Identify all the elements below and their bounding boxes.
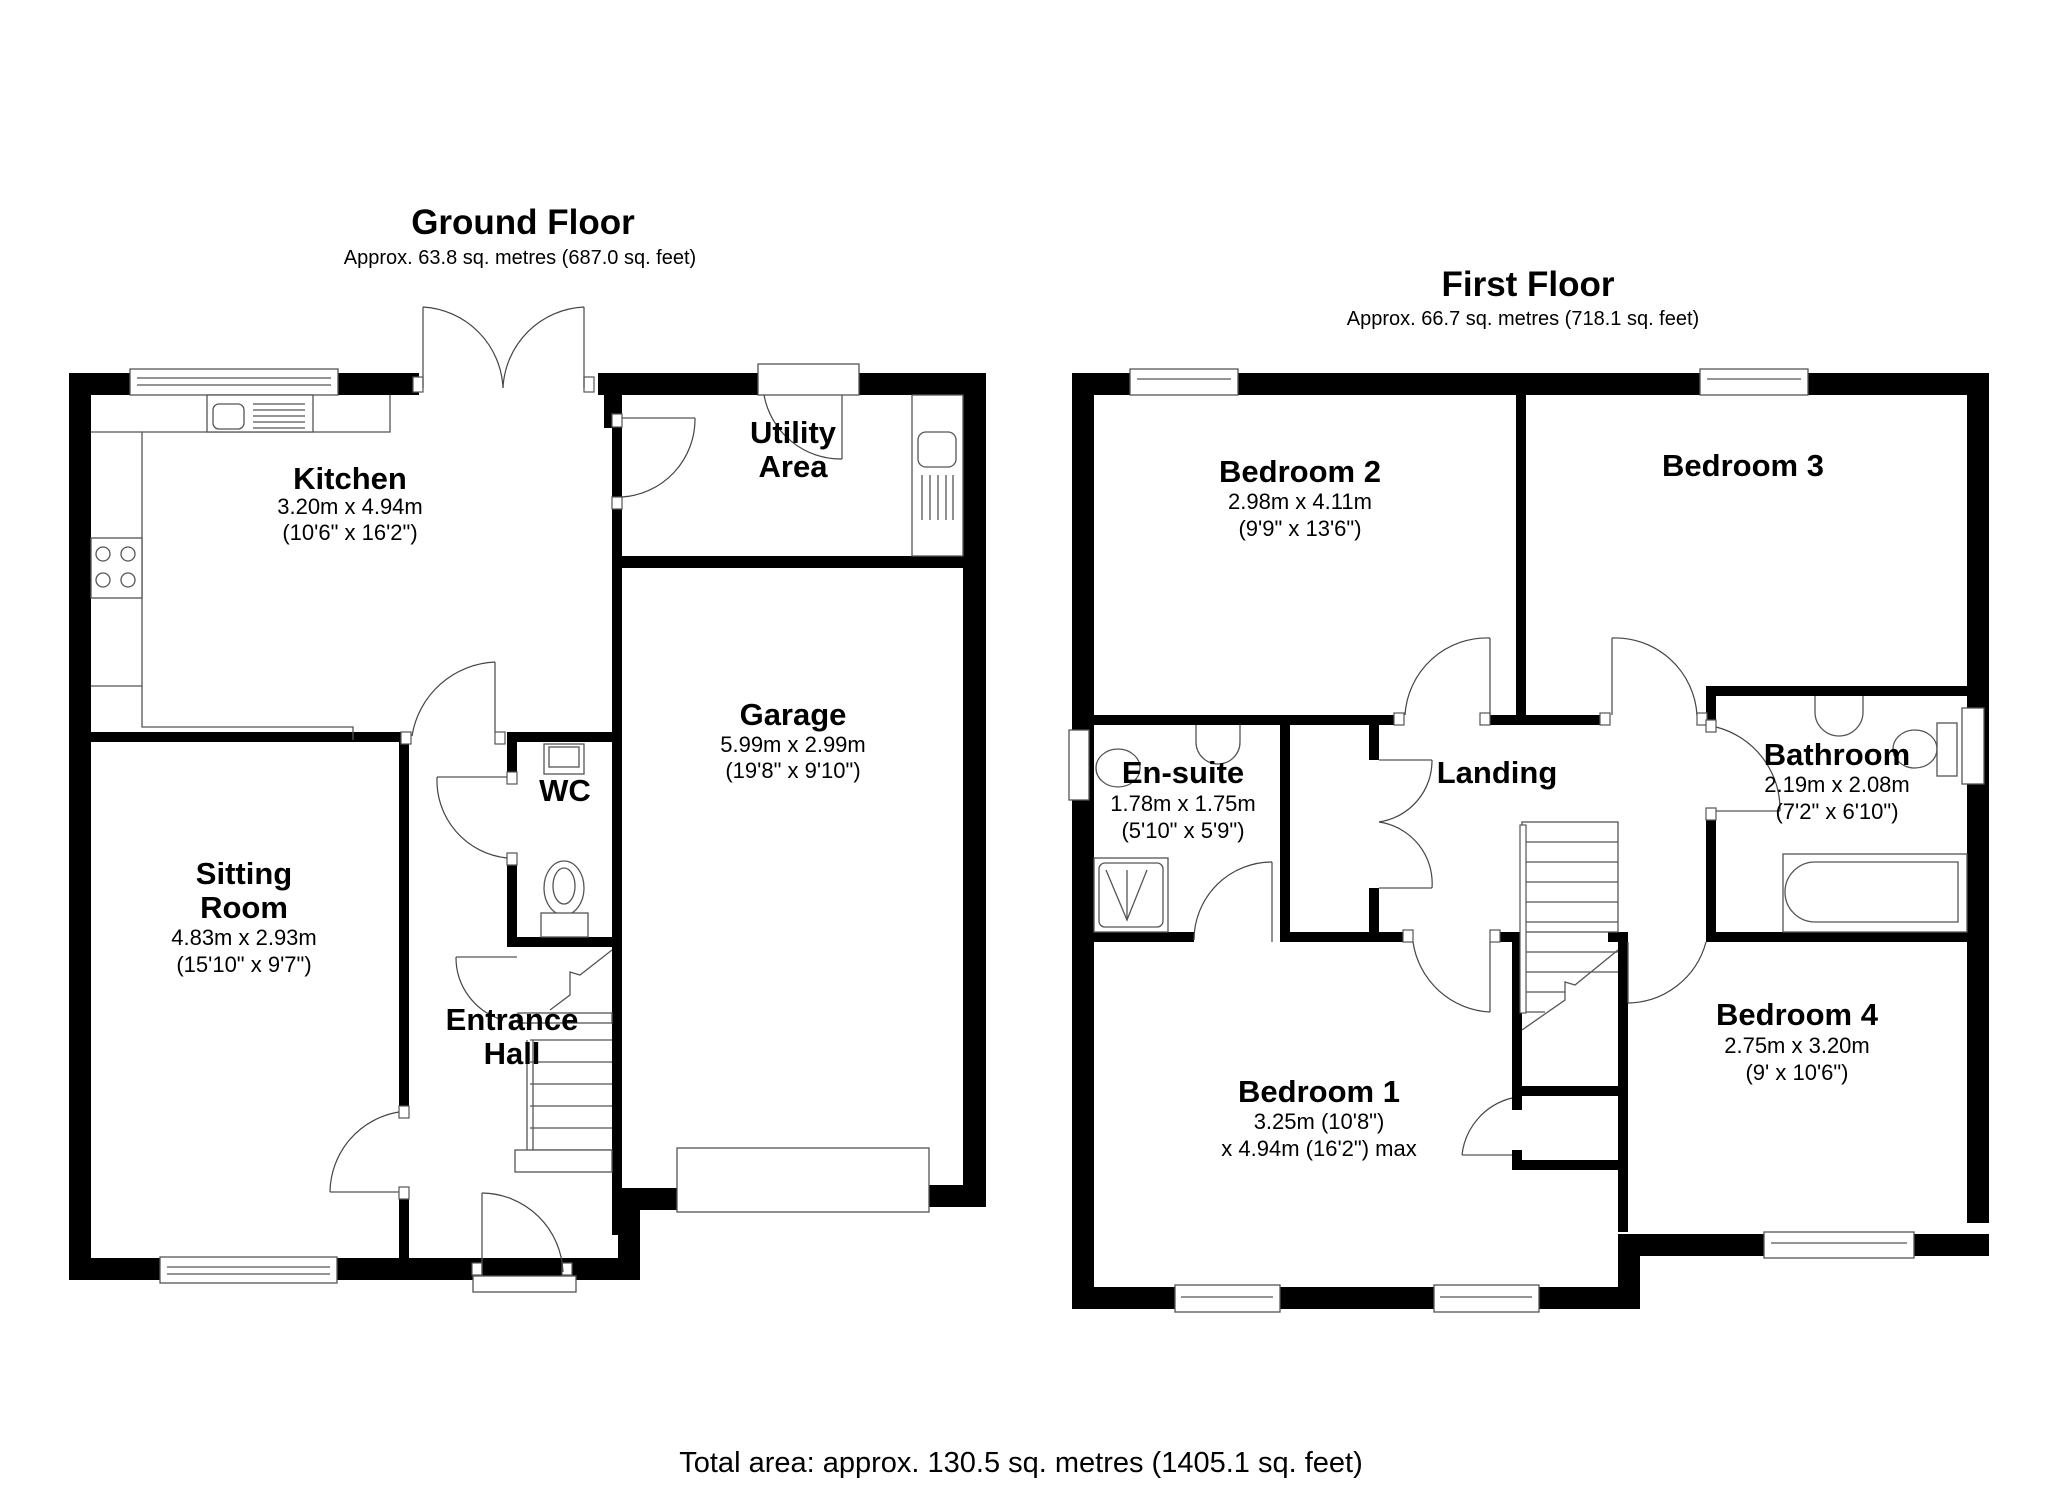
ensuite-dim-m: 1.78m x 1.75m	[1110, 791, 1256, 816]
kitchen-dim-ft: (10'6" x 16'2")	[282, 520, 417, 545]
bathroom-window	[1961, 707, 1985, 785]
bath-icon	[1782, 853, 1968, 933]
kitchen-window	[129, 368, 339, 396]
room-ensuite: En-suite 1.78m x 1.75m (5'10" x 5'9")	[1110, 755, 1256, 843]
kitchen-worktop-bottom	[141, 686, 354, 740]
first-floor-area: Approx. 66.7 sq. metres (718.1 sq. feet)	[1347, 308, 1699, 330]
bedroom4-name: Bedroom 4	[1716, 997, 1879, 1032]
sitting-room-window	[159, 1256, 338, 1284]
bedroom2-dim-m: 2.98m x 4.11m	[1228, 489, 1372, 514]
ensuite-name: En-suite	[1122, 755, 1244, 790]
ensuite-dim-ft: (5'10" x 5'9")	[1121, 818, 1244, 843]
room-wc: WC	[539, 773, 591, 808]
bathroom-name: Bathroom	[1764, 737, 1910, 772]
bedroom2-name: Bedroom 2	[1219, 454, 1381, 489]
room-landing: Landing	[1437, 755, 1558, 790]
ensuite-window	[1068, 729, 1090, 801]
entrance-hall-name-2: Hall	[484, 1036, 541, 1071]
room-sitting-room: Sitting Room 4.83m x 2.93m (15'10" x 9'7…	[171, 856, 317, 977]
utility-name-2: Area	[759, 449, 829, 484]
bathroom-dim-ft: (7'2" x 6'10")	[1775, 799, 1898, 824]
bathroom-basin-icon	[1814, 696, 1864, 737]
bedroom1-name: Bedroom 1	[1238, 1074, 1400, 1109]
garage-door	[676, 1147, 930, 1213]
room-bedroom-1: Bedroom 1 3.25m (10'8") x 4.94m (16'2") …	[1221, 1074, 1416, 1161]
room-bathroom: Bathroom 2.19m x 2.08m (7'2" x 6'10")	[1764, 737, 1910, 824]
landing-name: Landing	[1437, 755, 1558, 790]
sitting-room-dim-m: 4.83m x 2.93m	[171, 925, 317, 950]
kitchen-dim-m: 3.20m x 4.94m	[277, 494, 423, 519]
bedroom4-dim-ft: (9' x 10'6")	[1745, 1060, 1848, 1085]
garage-dim-m: 5.99m x 2.99m	[720, 732, 866, 757]
bedroom3-name: Bedroom 3	[1662, 448, 1824, 483]
room-utility-area: Utility Area	[750, 415, 837, 484]
ground-floor-plan: Ground Floor Approx. 63.8 sq. metres (68…	[69, 203, 986, 1293]
utility-window	[757, 363, 860, 396]
first-floor-plan: First Floor Approx. 66.7 sq. metres (718…	[1068, 265, 1989, 1313]
entrance-hall-name-1: Entrance	[446, 1002, 579, 1037]
kitchen-name: Kitchen	[293, 461, 407, 496]
ground-floor-fixtures	[90, 394, 964, 1173]
utility-name-1: Utility	[750, 415, 837, 450]
bedroom1-window-right	[1433, 1284, 1540, 1313]
bedroom4-dim-m: 2.75m x 3.20m	[1724, 1033, 1870, 1058]
first-floor-fixtures	[1093, 696, 1968, 1031]
ensuite-basin-icon	[1195, 725, 1241, 765]
bedroom1-window-left	[1174, 1284, 1281, 1313]
first-floor-stairs	[1519, 821, 1619, 1031]
ground-floor-title: Ground Floor	[411, 203, 635, 242]
sitting-room-dim-ft: (15'10" x 9'7")	[176, 952, 311, 977]
first-floor-title: First Floor	[1441, 265, 1614, 304]
bedroom3-window	[1699, 368, 1809, 396]
ground-floor-doors	[329, 306, 843, 1293]
ground-floor-area: Approx. 63.8 sq. metres (687.0 sq. feet)	[344, 247, 696, 269]
room-garage: Garage 5.99m x 2.99m (19'8" x 9'10")	[720, 697, 866, 783]
bedroom1-dim-1: 3.25m (10'8")	[1254, 1109, 1385, 1134]
bedroom4-window	[1763, 1231, 1915, 1259]
ground-floor-walls	[69, 373, 986, 1280]
room-bedroom-2: Bedroom 2 2.98m x 4.11m (9'9" x 13'6")	[1219, 454, 1381, 541]
wc-name: WC	[539, 773, 591, 808]
utility-sink-icon	[917, 431, 957, 468]
first-floor-doors	[1193, 637, 1781, 1156]
room-kitchen: Kitchen 3.20m x 4.94m (10'6" x 16'2")	[277, 461, 423, 545]
room-bedroom-4: Bedroom 4 2.75m x 3.20m (9' x 10'6")	[1716, 997, 1879, 1085]
ground-floor-stairs	[514, 949, 613, 1173]
first-floor-windows	[1068, 368, 1985, 1313]
garage-name: Garage	[740, 697, 847, 732]
bathroom-dim-m: 2.19m x 2.08m	[1764, 772, 1910, 797]
bedroom2-dim-ft: (9'9" x 13'6")	[1238, 516, 1361, 541]
hob-icon	[90, 537, 143, 599]
room-entrance-hall: Entrance Hall	[446, 1002, 579, 1071]
bedroom1-dim-2: x 4.94m (16'2") max	[1221, 1136, 1416, 1161]
sitting-room-name-1: Sitting	[196, 856, 292, 891]
bedroom2-window	[1129, 368, 1239, 396]
total-area: Total area: approx. 130.5 sq. metres (14…	[679, 1447, 1363, 1479]
garage-dim-ft: (19'8" x 9'10")	[725, 758, 860, 783]
sitting-room-name-2: Room	[200, 890, 288, 925]
ensuite-toilet-icon	[1095, 748, 1141, 788]
ground-floor-windows	[129, 363, 930, 1284]
room-bedroom-3: Bedroom 3	[1662, 448, 1824, 483]
toilet-icon	[543, 860, 585, 916]
